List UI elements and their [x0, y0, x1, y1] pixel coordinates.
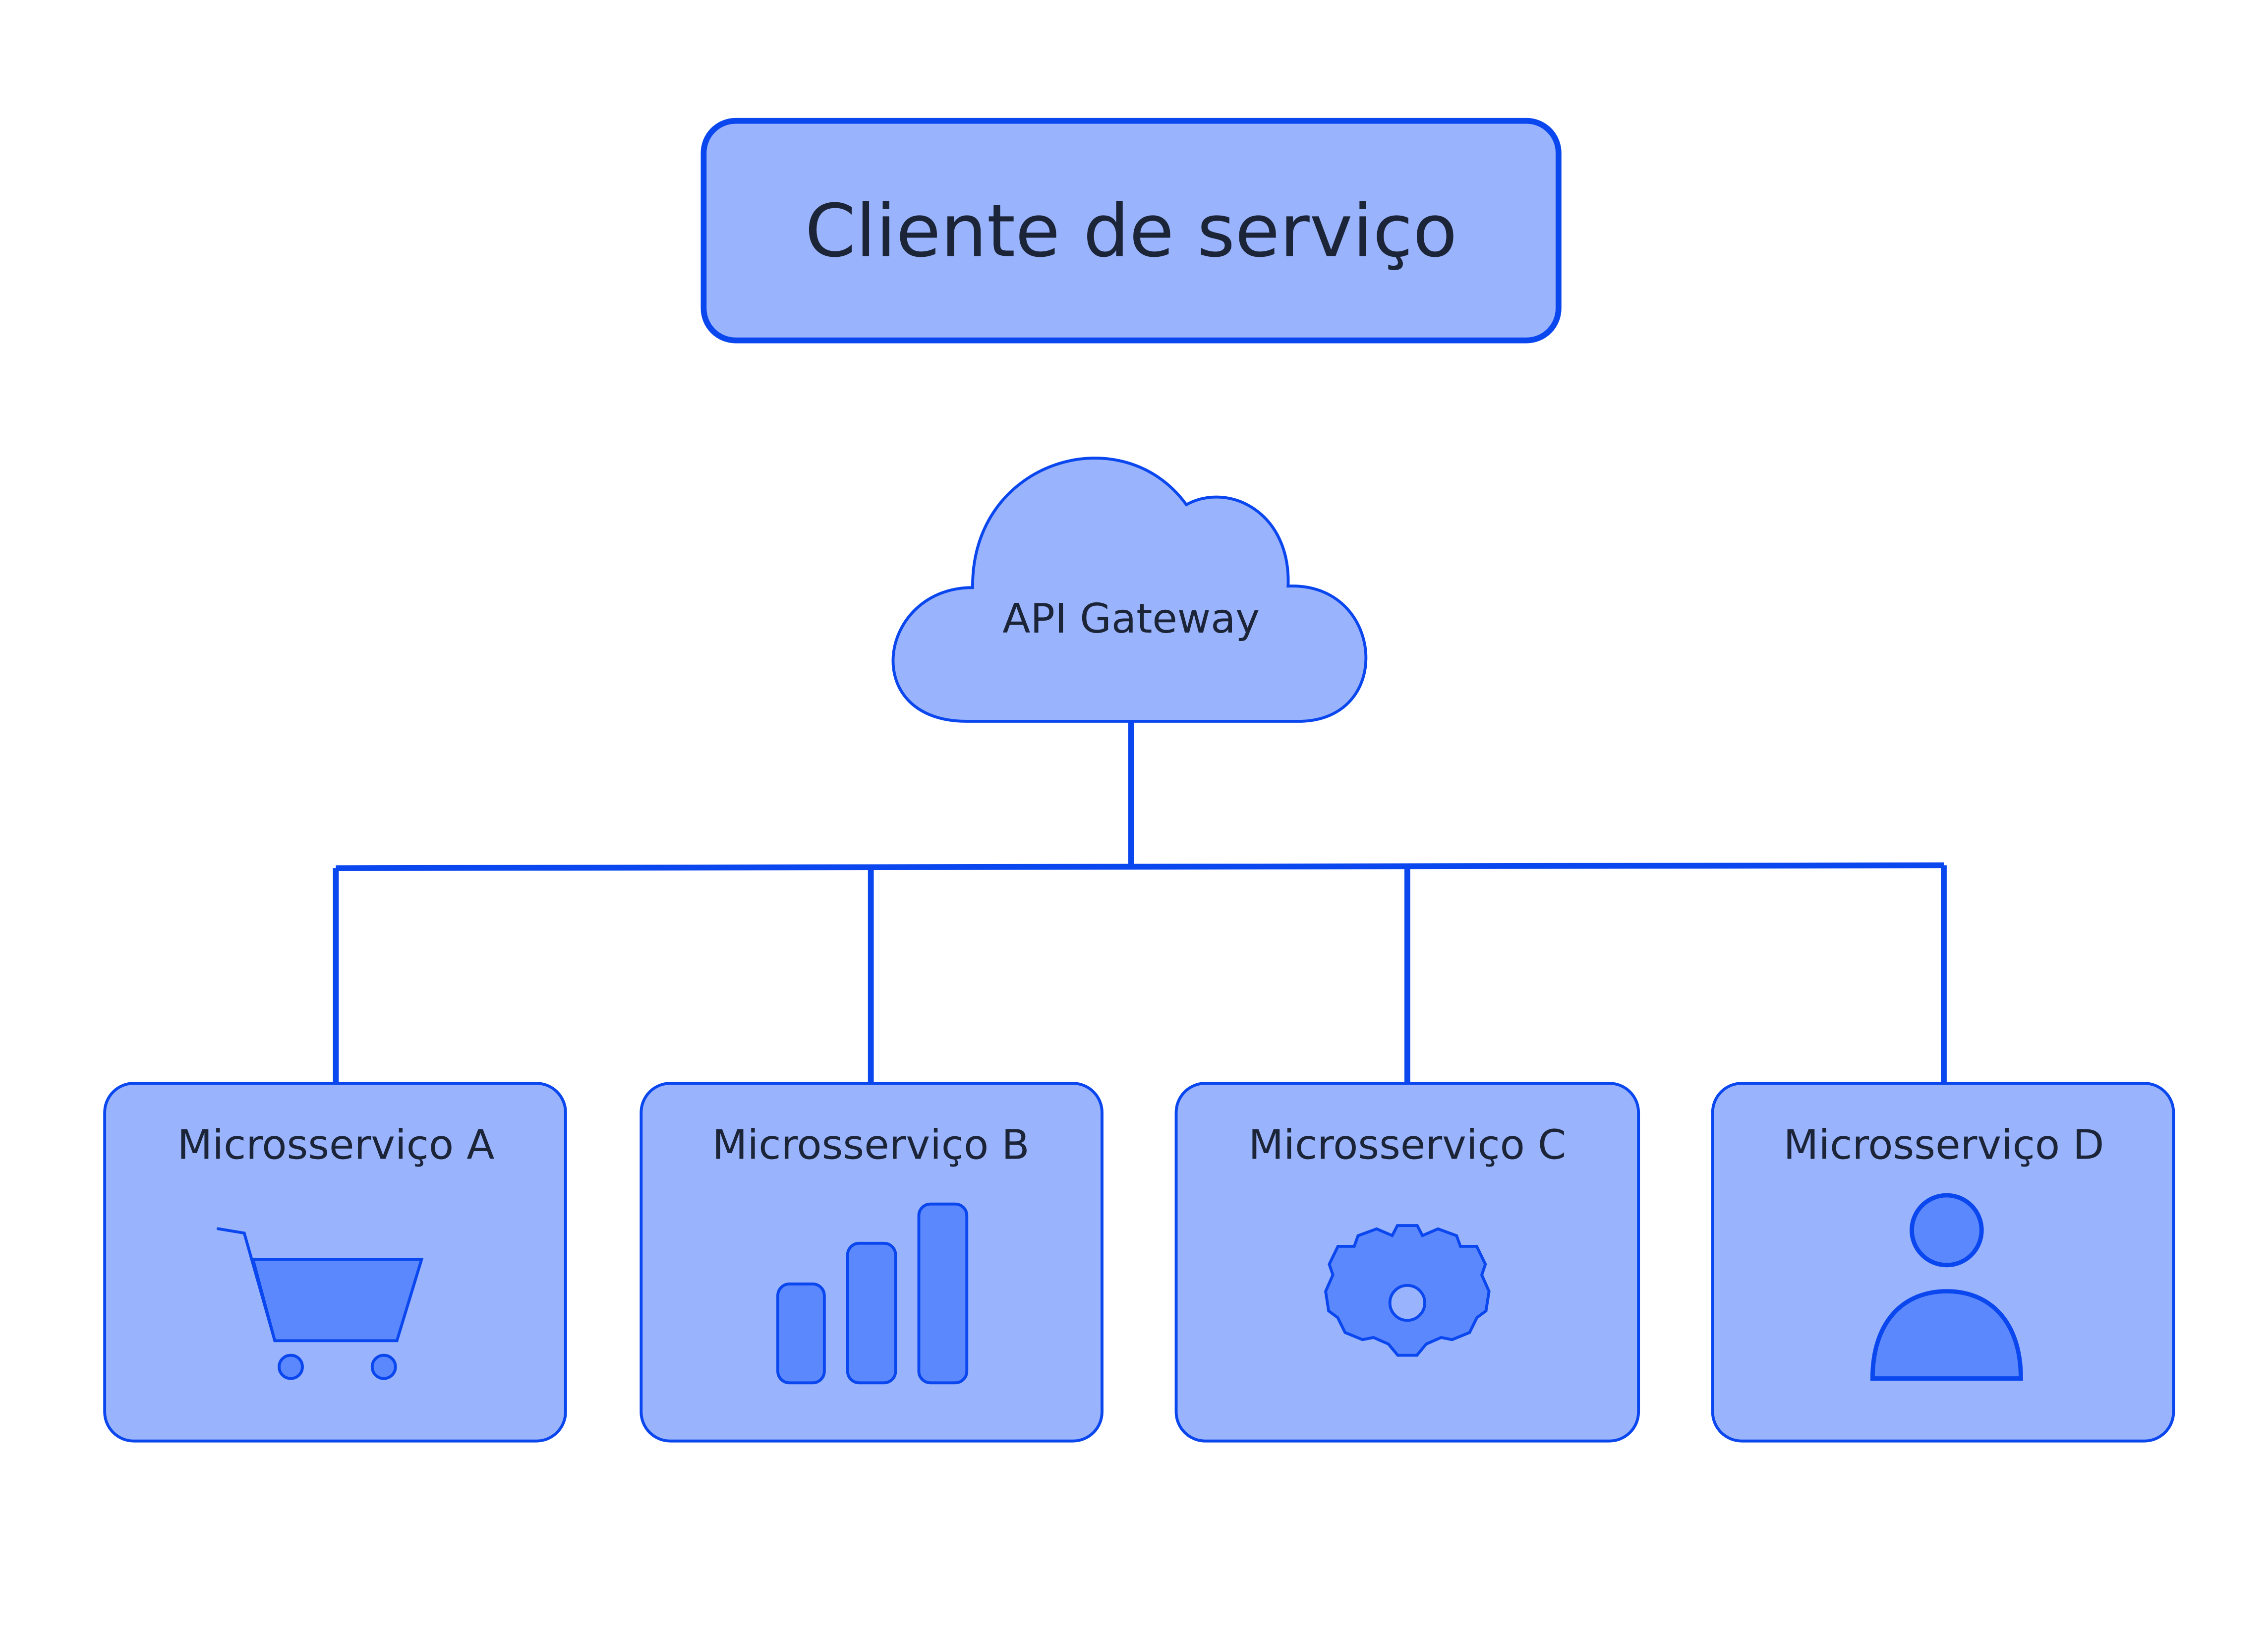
gear-icon	[1324, 1224, 1491, 1357]
microservice-d: Microsserviço D	[1711, 1082, 2175, 1443]
connectors	[333, 721, 1947, 1084]
microservice-label: Microsserviço C	[1248, 1122, 1566, 1169]
microservice-label: Microsserviço B	[712, 1122, 1030, 1169]
gateway-node: API Gateway	[891, 457, 1368, 723]
microservice-a: Microsserviço A	[103, 1082, 567, 1443]
gateway-label: API Gateway	[1002, 595, 1260, 643]
client-box	[700, 117, 1562, 344]
cloud-icon	[891, 457, 1368, 723]
client-label: Cliente de serviço	[805, 189, 1457, 274]
microservice-label: Microsserviço A	[177, 1122, 495, 1169]
bus-line	[336, 862, 1944, 872]
microservice-c: Microsserviço C	[1174, 1082, 1640, 1443]
shopping-cart-icon	[216, 1227, 424, 1380]
bar-chart-icon	[776, 1202, 969, 1385]
microservice-b: Microsserviço B	[640, 1082, 1104, 1443]
user-icon	[1870, 1193, 2023, 1381]
microservice-label: Microsserviço D	[1784, 1122, 2104, 1169]
client-node: Cliente de serviço	[700, 117, 1562, 344]
